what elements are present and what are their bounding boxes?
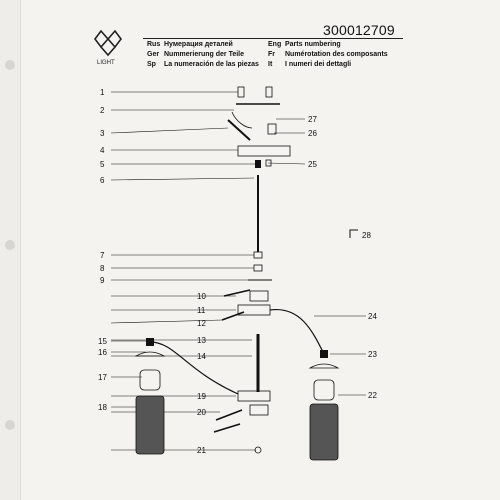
lang-tag: Ger — [147, 51, 160, 58]
lang-tag: Eng — [268, 41, 282, 48]
lang-text: La numeración de las piezas — [164, 61, 259, 68]
lang-row-fr: Fr Numérotation des composants — [268, 51, 388, 58]
canopy-assembly — [227, 86, 291, 157]
brand-name: LIGHT — [97, 60, 115, 66]
part-number: 8 — [100, 264, 105, 273]
header-rule — [143, 38, 403, 39]
part-number: 14 — [197, 352, 206, 361]
part-number: 19 — [197, 392, 206, 401]
lang-row-ger: Ger Nummerierung der Teile — [147, 51, 244, 58]
part-number: 1 — [100, 88, 105, 97]
part-number: 6 — [100, 176, 105, 185]
part-number: 10 — [197, 292, 206, 301]
part-number: 22 — [368, 391, 377, 400]
part-number: 15 — [98, 337, 107, 346]
binder-margin — [0, 0, 21, 500]
part-number: 23 — [368, 350, 377, 359]
lang-tag: Fr — [268, 51, 275, 58]
lang-row-sp: Sp La numeración de las piezas — [147, 61, 259, 68]
lang-tag: Rus — [147, 41, 161, 48]
punch-hole — [5, 60, 15, 70]
punch-hole — [5, 240, 15, 250]
lang-tag: It — [268, 61, 273, 68]
part-number: 5 — [100, 160, 105, 169]
part-number: 26 — [308, 129, 317, 138]
lang-text: Nummerierung der Teile — [164, 51, 245, 58]
part-28-hook-icon — [349, 229, 358, 238]
part-number: 2 — [100, 106, 105, 115]
part-number: 24 — [368, 312, 377, 321]
punch-hole — [5, 420, 15, 430]
lang-text: Parts numbering — [285, 41, 341, 48]
part-number: 7 — [100, 251, 105, 260]
part-number: 17 — [98, 373, 107, 382]
part-number: 12 — [197, 319, 206, 328]
part-number: 21 — [197, 446, 206, 455]
part-number: 20 — [197, 408, 206, 417]
part-number: 4 — [100, 146, 105, 155]
part-number: 27 — [308, 115, 317, 124]
part-number: 11 — [197, 306, 206, 315]
part-number: 25 — [308, 160, 317, 169]
lang-text: Numérotation des composants — [285, 51, 388, 58]
product-code: 300012709 — [323, 22, 395, 38]
part-number: 18 — [98, 403, 107, 412]
part-number: 16 — [98, 348, 107, 357]
lang-text: I numeri dei dettagli — [285, 61, 352, 68]
left-arm-shade — [134, 338, 239, 455]
brand-logo-icon — [94, 29, 122, 57]
lower-fittings — [213, 390, 271, 454]
right-arm-shade — [269, 309, 340, 461]
part-number: 3 — [100, 129, 105, 138]
part-number: 9 — [100, 276, 105, 285]
part-number: 28 — [362, 231, 371, 240]
lang-text: Нумерация деталей — [164, 41, 233, 48]
lang-tag: Sp — [147, 61, 156, 68]
part-number: 13 — [197, 336, 206, 345]
rod-assembly — [221, 159, 272, 392]
lang-row-it: It I numeri dei dettagli — [268, 61, 351, 68]
